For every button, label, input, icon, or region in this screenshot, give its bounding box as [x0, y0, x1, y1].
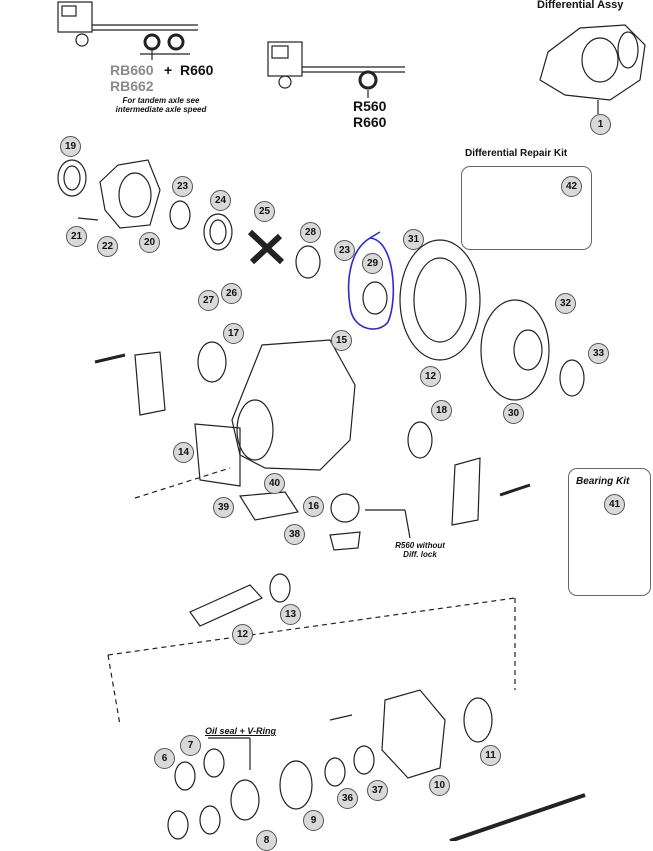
pinion-shaft-drawing — [189, 573, 291, 627]
diff-housing-drawing — [57, 159, 161, 229]
bearing-kit-box — [568, 468, 651, 596]
callout-41: 41 — [604, 494, 625, 515]
oil-seal-note: Oil seal + V-Ring — [205, 726, 276, 736]
diff-case-drawing — [480, 299, 550, 401]
truck-single-axle-icon — [267, 41, 405, 98]
callout-29: 29 — [362, 253, 383, 274]
r560-note-2: Diff. lock — [403, 550, 437, 559]
crown-wheel-drawing — [399, 239, 481, 361]
callout-22: 22 — [97, 236, 118, 257]
callout-20: 20 — [139, 232, 160, 253]
callout-42: 42 — [561, 176, 582, 197]
callout-27: 27 — [198, 290, 219, 311]
tandem-note: For tandem axle see intermediate axle sp… — [115, 96, 207, 114]
r560-label: R560 — [353, 98, 387, 114]
callout-19: 19 — [60, 136, 81, 157]
callout-21: 21 — [66, 226, 87, 247]
bearing-kit-title: Bearing Kit — [576, 476, 630, 487]
callout-28: 28 — [300, 222, 321, 243]
callout-36: 36 — [337, 788, 358, 809]
callout-18: 18 — [431, 400, 452, 421]
carrier-housing-drawing — [194, 339, 356, 487]
truck-tandem-icon — [57, 1, 198, 60]
callout-12a: 12 — [420, 366, 441, 387]
callout-37: 37 — [367, 780, 388, 801]
callout-6: 6 — [154, 748, 175, 769]
callout-12b: 12 — [232, 624, 253, 645]
rb662-label: RB662 — [110, 78, 154, 94]
callout-16: 16 — [303, 496, 324, 517]
callout-23: 23 — [172, 176, 193, 197]
callout-1: 1 — [590, 114, 611, 135]
callout-33: 33 — [588, 343, 609, 364]
repair-kit-title: Differential Repair Kit — [465, 148, 568, 159]
callout-23b: 23 — [334, 240, 355, 261]
callout-39: 39 — [213, 497, 234, 518]
highlight-annotation-29 — [347, 231, 395, 330]
callout-32: 32 — [555, 293, 576, 314]
callout-11: 11 — [480, 745, 501, 766]
callout-15: 15 — [331, 330, 352, 351]
differential-assy-drawing — [539, 24, 646, 114]
callout-7: 7 — [180, 735, 201, 756]
spider-drawing — [247, 229, 285, 265]
callout-10: 10 — [429, 775, 450, 796]
r560-note-1: R560 without — [395, 541, 445, 550]
callout-40: 40 — [264, 473, 285, 494]
callout-25: 25 — [254, 201, 275, 222]
assy-title: Differential Assy — [537, 0, 624, 11]
r660-label: R660 — [180, 62, 214, 78]
r660-label-2: R660 — [353, 114, 387, 130]
plus-label: + — [164, 62, 173, 78]
callout-9: 9 — [303, 810, 324, 831]
callout-13: 13 — [280, 604, 301, 625]
callout-31: 31 — [403, 229, 424, 250]
callout-17: 17 — [223, 323, 244, 344]
callout-14: 14 — [173, 442, 194, 463]
callout-30: 30 — [503, 403, 524, 424]
callout-38: 38 — [284, 524, 305, 545]
callout-26: 26 — [221, 283, 242, 304]
callout-24: 24 — [210, 190, 231, 211]
rb660-label: RB660 — [110, 62, 154, 78]
